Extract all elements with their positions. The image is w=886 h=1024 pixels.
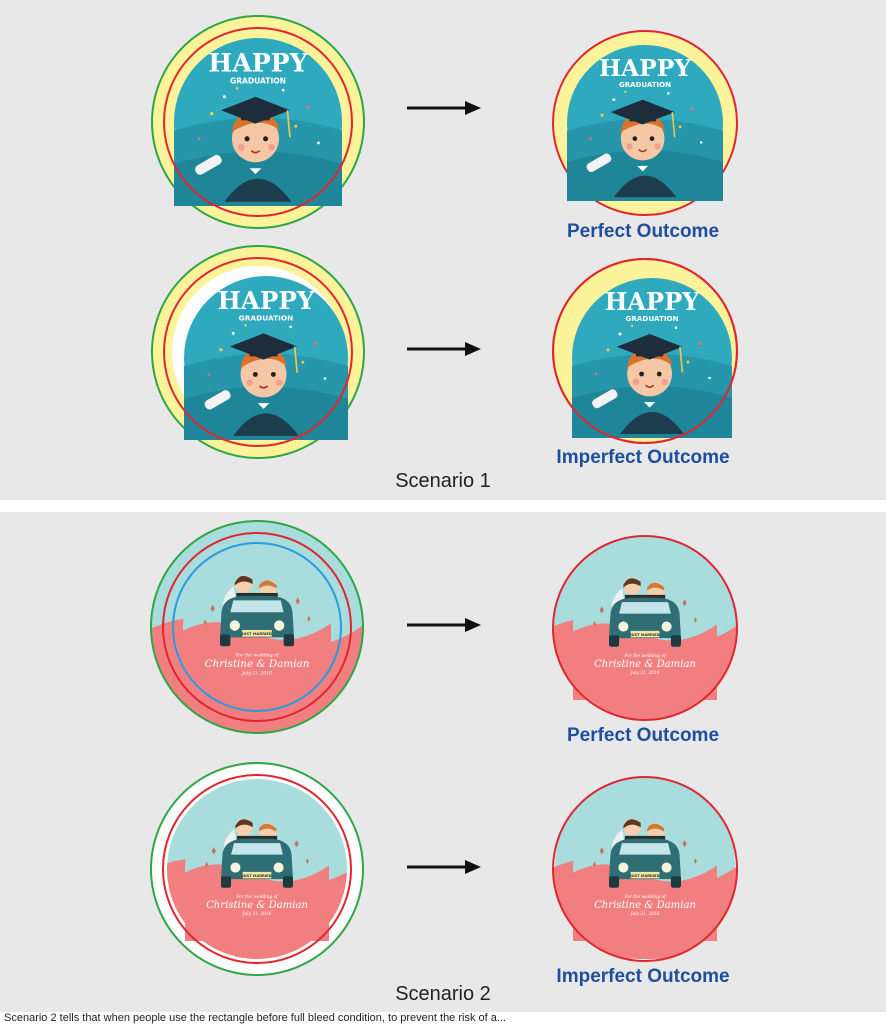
- cut-line: [162, 532, 352, 722]
- art-title: HAPPY: [599, 54, 691, 82]
- footnote-text: Scenario 2 tells that when people use th…: [4, 1012, 507, 1024]
- art-line1: For the wedding of: [235, 895, 279, 900]
- scenario-2-caption: Scenario 2: [395, 983, 491, 1005]
- graduation-artwork: HAPPY GRADUATION: [566, 44, 724, 202]
- art-subtitle: GRADUATION: [230, 76, 286, 85]
- art-subtitle: GRADUATION: [239, 313, 294, 322]
- cut-line: [163, 257, 353, 447]
- art-date: July 21, 2018: [242, 912, 272, 917]
- perfect-outcome-label: Perfect Outcome: [566, 221, 720, 242]
- graduation-sticker-input-2: HAPPY GRADUATION: [151, 245, 365, 459]
- art-title: HAPPY: [218, 286, 315, 315]
- graduation-sticker-imperfect: HAPPY GRADUATION: [552, 258, 738, 444]
- art-names: Christine & Damian: [594, 659, 696, 670]
- graduation-sticker-perfect-1: HAPPY GRADUATION: [552, 30, 738, 216]
- wedding-sticker-perfect: JUST MARRIED For the wedding of Christin…: [552, 535, 738, 721]
- license-plate: JUST MARRIED: [629, 633, 659, 637]
- graduation-artwork: HAPPY GRADUATION: [571, 277, 733, 439]
- graduation-artwork: HAPPY GRADUATION: [183, 275, 349, 441]
- art-names: Christine & Damian: [594, 900, 696, 911]
- wedding-sticker-input-2: JUST MARRIED For the wedding of Christin…: [150, 762, 364, 976]
- scenario-2-panel: JUST MARRIED For the wedding of Christin…: [0, 512, 886, 1012]
- art-date: July 21, 2018: [630, 671, 660, 676]
- arrow-right-icon: [407, 101, 481, 115]
- cut-edge: [552, 776, 738, 962]
- arrow-right-icon: [407, 342, 481, 356]
- wedding-artwork: JUST MARRIED For the wedding of Christin…: [573, 797, 717, 941]
- scenario-1-caption: Scenario 1: [395, 470, 491, 492]
- arrow-right-icon: [407, 860, 481, 874]
- art-names: Christine & Damian: [206, 900, 308, 911]
- scenario-1-panel: HAPPY GRADUATION HAPPY GRADUATION Perfec…: [0, 0, 886, 500]
- cut-line: [163, 27, 353, 217]
- wedding-sticker-input-1: JUST MARRIED For the wedding of Christin…: [150, 520, 364, 734]
- license-plate: JUST MARRIED: [241, 874, 271, 878]
- graduation-sticker-input-1: HAPPY GRADUATION: [151, 15, 365, 229]
- graduation-artwork: HAPPY GRADUATION: [173, 37, 343, 207]
- bleed-outline: [150, 520, 364, 734]
- art-title: HAPPY: [605, 287, 700, 316]
- wedding-artwork: JUST MARRIED For the wedding of Christin…: [183, 553, 331, 701]
- art-line1: For the wedding of: [623, 895, 667, 900]
- bleed-outline: [150, 762, 364, 976]
- art-line1: For the wedding of: [623, 654, 667, 659]
- perfect-outcome-label: Perfect Outcome: [566, 725, 720, 746]
- license-plate: JUST MARRIED: [629, 874, 659, 878]
- art-subtitle: GRADUATION: [619, 80, 671, 89]
- wedding-artwork: JUST MARRIED For the wedding of Christin…: [185, 797, 329, 941]
- art-date: July 21, 2018: [241, 671, 272, 676]
- imperfect-outcome-label: Imperfect Outcome: [556, 966, 730, 987]
- safe-zone-line: [172, 542, 342, 712]
- wedding-sticker-imperfect: JUST MARRIED For the wedding of Christin…: [552, 776, 738, 962]
- art-date: July 21, 2018: [630, 912, 660, 917]
- art-subtitle: GRADUATION: [625, 314, 678, 323]
- art-names: Christine & Damian: [205, 658, 310, 670]
- cut-edge: [552, 535, 738, 721]
- wedding-artwork: JUST MARRIED For the wedding of Christin…: [573, 556, 717, 700]
- art-title: HAPPY: [208, 48, 308, 78]
- arrow-right-icon: [407, 618, 481, 632]
- imperfect-outcome-label: Imperfect Outcome: [556, 447, 730, 468]
- license-plate: JUST MARRIED: [241, 632, 272, 636]
- cut-line: [162, 774, 352, 964]
- art-line1: For the wedding of: [235, 654, 280, 659]
